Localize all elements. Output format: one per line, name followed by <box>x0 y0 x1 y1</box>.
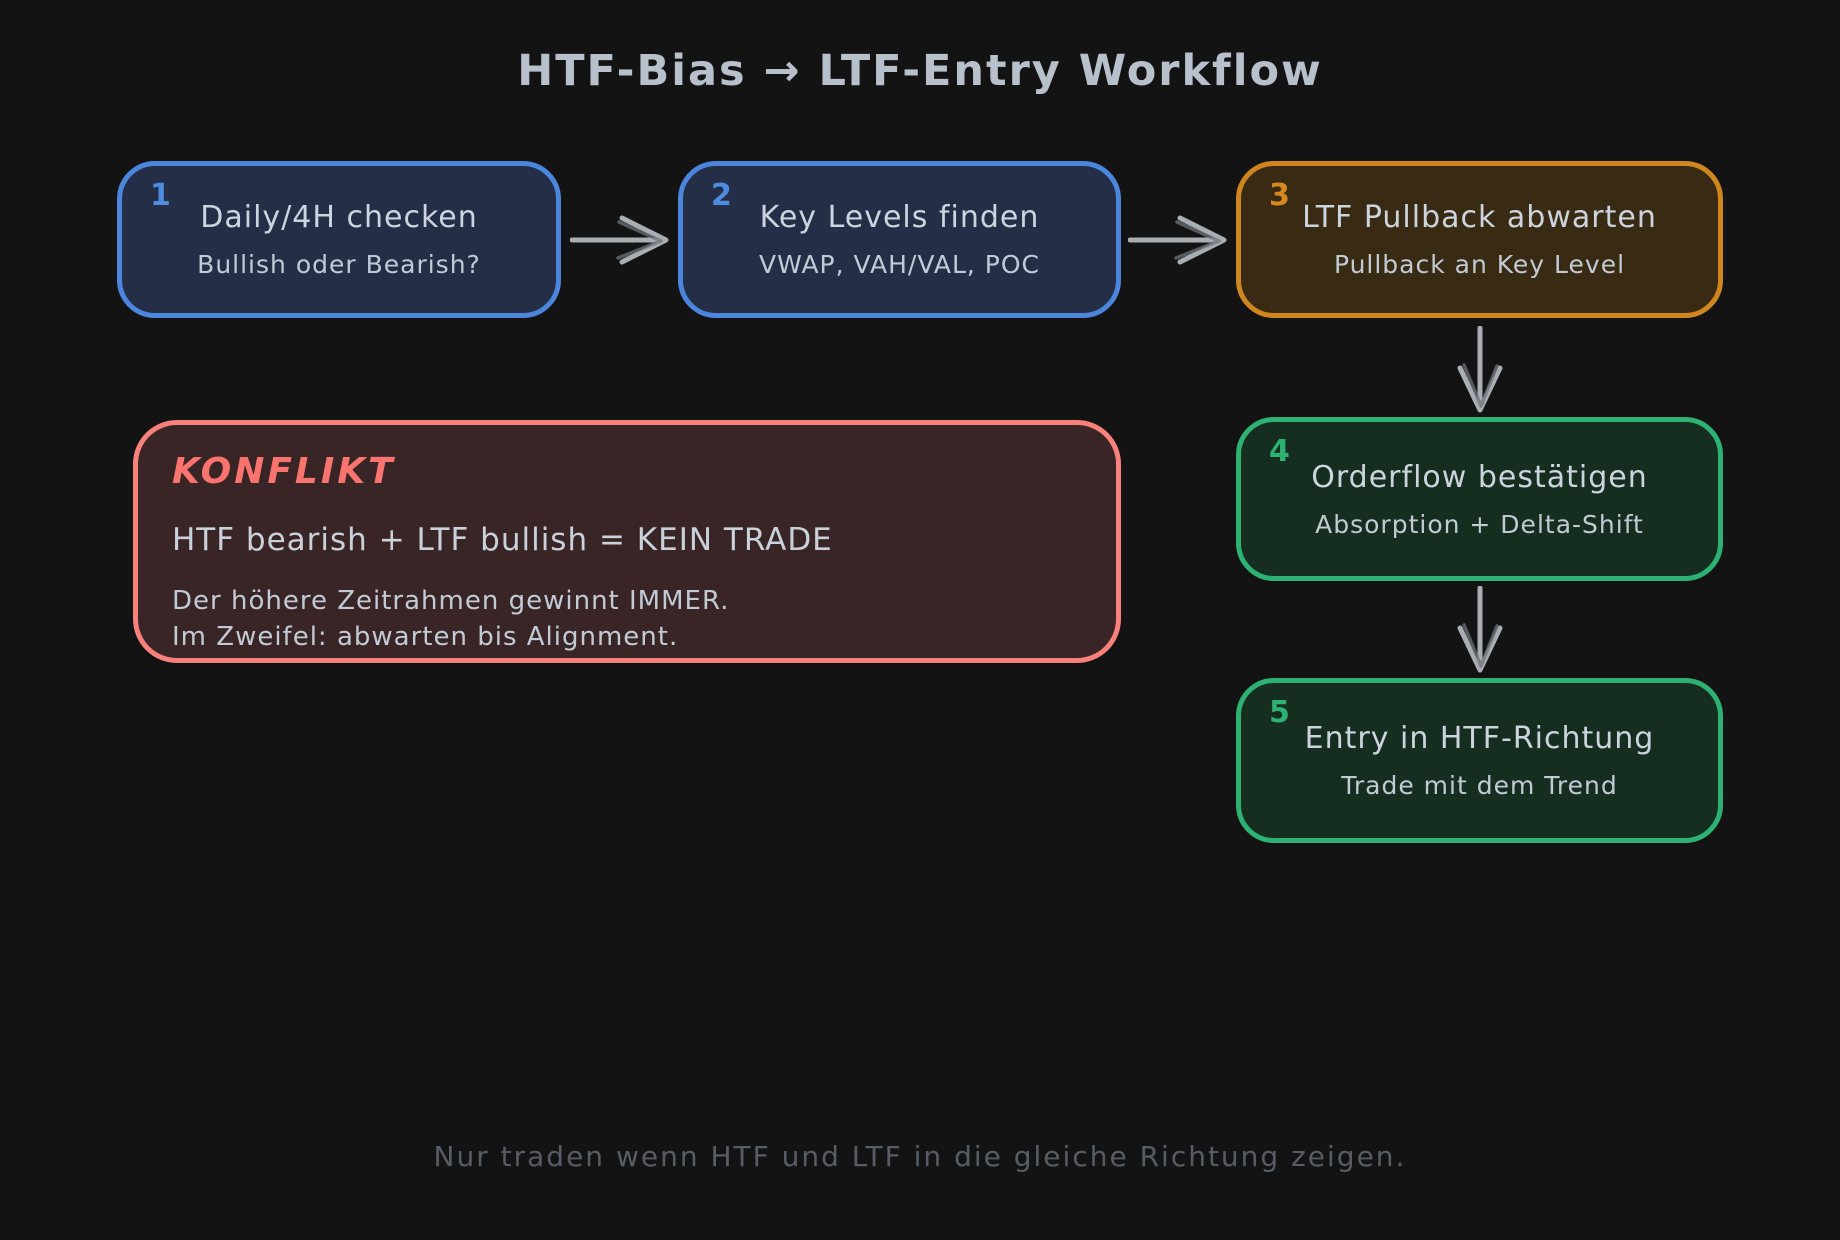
step-node-orderflow-confirm: 4 Orderflow bestätigen Absorption + Delt… <box>1236 417 1723 581</box>
step-title: Key Levels finden <box>759 200 1040 235</box>
conflict-title: KONFLIKT <box>172 451 396 492</box>
step-node-entry: 5 Entry in HTF-Richtung Trade mit dem Tr… <box>1236 678 1723 843</box>
conflict-note-line: Der höhere Zeitrahmen gewinnt IMMER. <box>172 586 730 616</box>
diagram-title: HTF-Bias → LTF-Entry Workflow <box>517 46 1323 96</box>
arrow-down-icon <box>1457 326 1503 413</box>
step-number-badge: 1 <box>150 178 171 213</box>
arrow-right-icon <box>570 215 669 265</box>
conflict-rule: HTF bearish + LTF bullish = KEIN TRADE <box>172 522 833 558</box>
step-subtitle: Absorption + Delta-Shift <box>1315 509 1644 539</box>
arrow-right-icon <box>1128 215 1227 265</box>
step-node-ltf-pullback: 3 LTF Pullback abwarten Pullback an Key … <box>1236 161 1723 318</box>
step-node-daily-check: 1 Daily/4H checken Bullish oder Bearish? <box>117 161 561 318</box>
step-number-badge: 5 <box>1269 695 1290 730</box>
step-title: Orderflow bestätigen <box>1311 459 1648 495</box>
step-number-badge: 4 <box>1269 434 1290 469</box>
conflict-warning-box: KONFLIKT HTF bearish + LTF bullish = KEI… <box>133 420 1121 663</box>
step-subtitle: VWAP, VAH/VAL, POC <box>759 250 1040 279</box>
step-subtitle: Trade mit dem Trend <box>1341 771 1618 800</box>
step-number-badge: 2 <box>711 178 732 213</box>
step-subtitle: Pullback an Key Level <box>1333 250 1626 279</box>
step-subtitle: Bullish oder Bearish? <box>197 250 481 279</box>
conflict-note-line: Im Zweifel: abwarten bis Alignment. <box>172 621 679 652</box>
step-title: Daily/4H checken <box>200 200 478 235</box>
step-number-badge: 3 <box>1269 178 1290 213</box>
step-node-key-levels: 2 Key Levels finden VWAP, VAH/VAL, POC <box>678 161 1121 318</box>
step-title: Entry in HTF-Richtung <box>1304 721 1655 756</box>
arrow-down-icon <box>1457 586 1503 673</box>
step-title: LTF Pullback abwarten <box>1302 200 1657 235</box>
footer-note: Nur traden wenn HTF und LTF in die gleic… <box>433 1140 1407 1173</box>
